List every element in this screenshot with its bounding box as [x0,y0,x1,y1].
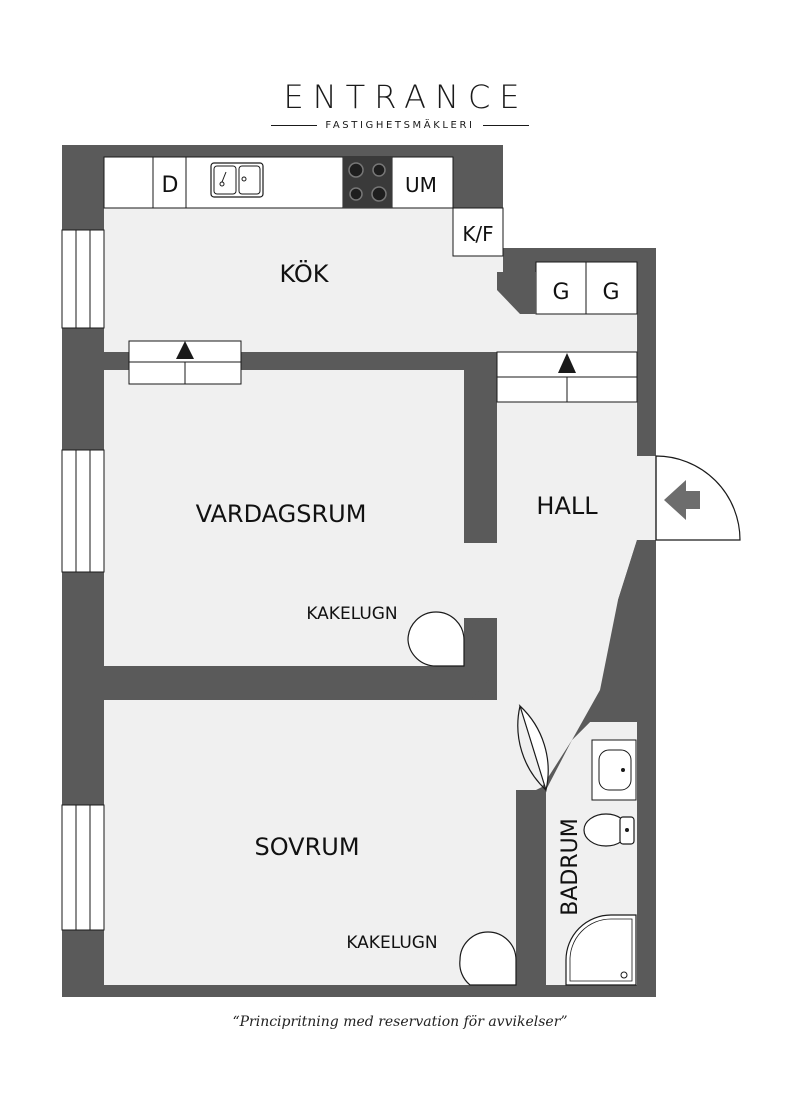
brand-tagline-row: FASTIGHETSMÄKLERI [0,120,800,131]
toilet-icon [583,813,635,847]
room-label-bedroom: SOVRUM [254,833,359,861]
stove-label-bedroom: KAKELUGN [346,933,437,953]
room-label-living: VARDAGSRUM [196,500,367,528]
microwave-label: UM [405,173,437,197]
living-room-floor [104,370,497,666]
fridge-freezer-label: K/F [462,222,493,246]
tiled-stove-living [407,611,465,667]
dishwasher-label: D [162,173,179,198]
stove-icon [343,157,392,208]
brand-logo: ENTRANCE FASTIGHETSMÄKLERI [0,78,800,131]
entrance-arrow-icon [664,480,700,520]
washbasin-icon [591,739,637,801]
tagline-rule-right [482,125,529,126]
kitchen-corner-wall [497,272,536,314]
tagline-rule-left [271,125,318,126]
window-bedroom [61,804,105,931]
room-label-bathroom: BADRUM [558,818,583,915]
wardrobe-label-2: G [602,280,619,305]
room-label-kitchen: KÖK [279,259,329,288]
fridge-freezer [452,207,504,257]
window-kitchen [61,229,105,329]
window-living [61,449,105,573]
wardrobes [535,261,638,315]
sliding-door-kitchen-living [128,340,242,385]
sink-icon [210,162,264,198]
wall-hall-bath [572,540,637,740]
shower-icon [565,914,637,986]
wall-living-bedroom [104,618,497,700]
brand-tagline: FASTIGHETSMÄKLERI [325,120,475,131]
room-label-hall: HALL [536,492,598,520]
wall-bedroom-bath [516,785,546,985]
tiled-stove-bedroom [459,931,517,986]
bathroom-door [517,704,549,793]
disclaimer-caption: “Principritning med reservation för avvi… [232,1014,568,1030]
brand-name: ENTRANCE [283,78,529,116]
wardrobe-label-1: G [552,280,569,305]
stove-label-living: KAKELUGN [306,604,397,624]
kitchen-counter [103,156,454,209]
sliding-door-kitchen-hall [496,351,638,403]
bedroom-floor [104,700,516,985]
